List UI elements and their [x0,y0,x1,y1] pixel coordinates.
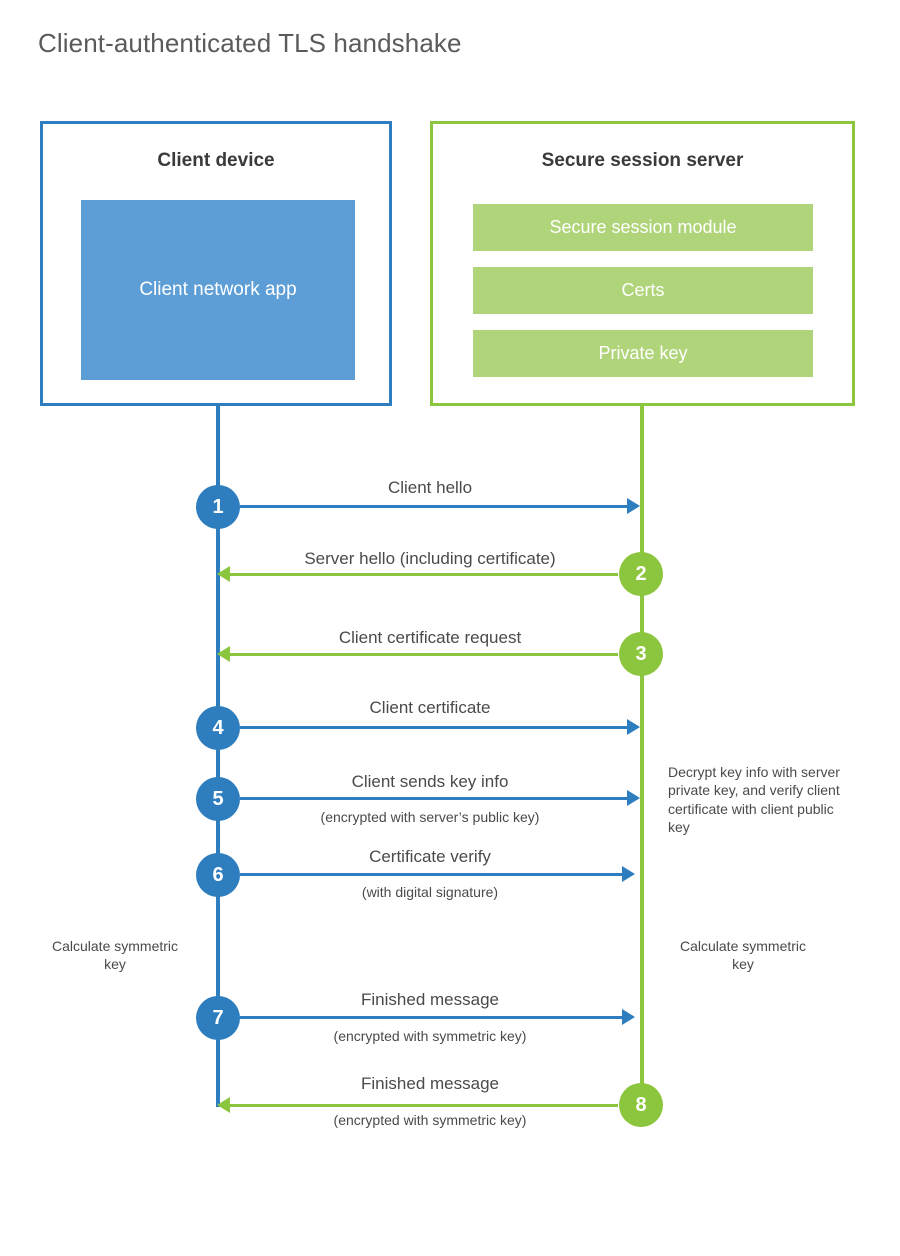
server-component-private-key: Private key [473,330,813,377]
server-component-secure-session-module: Secure session module [473,204,813,251]
step-6-sublabel: (with digital signature) [361,884,499,900]
step-7-label: Finished message [361,990,499,1009]
step-3-label: Client certificate request [338,628,522,647]
step-5-sublabel: (encrypted with server’s public key) [320,809,540,825]
step-8-sublabel: (encrypted with symmetric key) [333,1112,527,1128]
step-4-arrowhead [627,719,640,735]
step-7-sublabel: (encrypted with symmetric key) [333,1028,527,1044]
note-server-decrypt-key-info: Decrypt key info with server private key… [668,764,840,836]
step-4-circle[interactable]: 4 [196,706,240,750]
step-6-arrowhead [622,866,635,882]
step-8-line [230,1104,618,1107]
step-8-circle[interactable]: 8 [619,1083,663,1127]
step-5-line [240,797,627,800]
step-5-arrowhead [627,790,640,806]
server-component-certs: Certs [473,267,813,314]
step-6-circle[interactable]: 6 [196,853,240,897]
step-2-circle[interactable]: 2 [619,552,663,596]
server-lifeline [640,406,644,1106]
step-1-arrowhead [627,498,640,514]
step-1-circle[interactable]: 1 [196,485,240,529]
step-5-circle[interactable]: 5 [196,777,240,821]
page-title: Client-authenticated TLS handshake [38,28,462,58]
step-4-line [240,726,627,729]
step-1-label: Client hello [387,478,473,497]
step-8-arrowhead [217,1097,230,1113]
step-8-label: Finished message [361,1074,499,1093]
secure-session-server-box: Secure session server Secure session mod… [430,121,855,406]
step-3-circle[interactable]: 3 [619,632,663,676]
step-2-label: Server hello (including certificate) [304,549,556,568]
step-3-line [230,653,618,656]
client-device-box: Client device Client network app [40,121,392,406]
step-7-line [240,1016,622,1019]
note-server-calculate-symmetric-key: Calculate symmetric key [679,938,807,973]
note-client-calculate-symmetric-key: Calculate symmetric key [51,938,179,973]
step-1-line [240,505,627,508]
step-7-arrowhead [622,1009,635,1025]
secure-session-server-title: Secure session server [541,150,744,171]
step-4-label: Client certificate [369,698,491,717]
step-2-line [230,573,618,576]
step-6-label: Certificate verify [369,847,491,866]
step-5-label: Client sends key info [351,772,509,791]
client-lifeline [216,406,220,1107]
step-3-arrowhead [217,646,230,662]
step-6-line [240,873,622,876]
step-2-arrowhead [217,566,230,582]
client-network-app-box: Client network app [81,200,355,380]
client-device-title: Client device [157,150,275,171]
step-7-circle[interactable]: 7 [196,996,240,1040]
